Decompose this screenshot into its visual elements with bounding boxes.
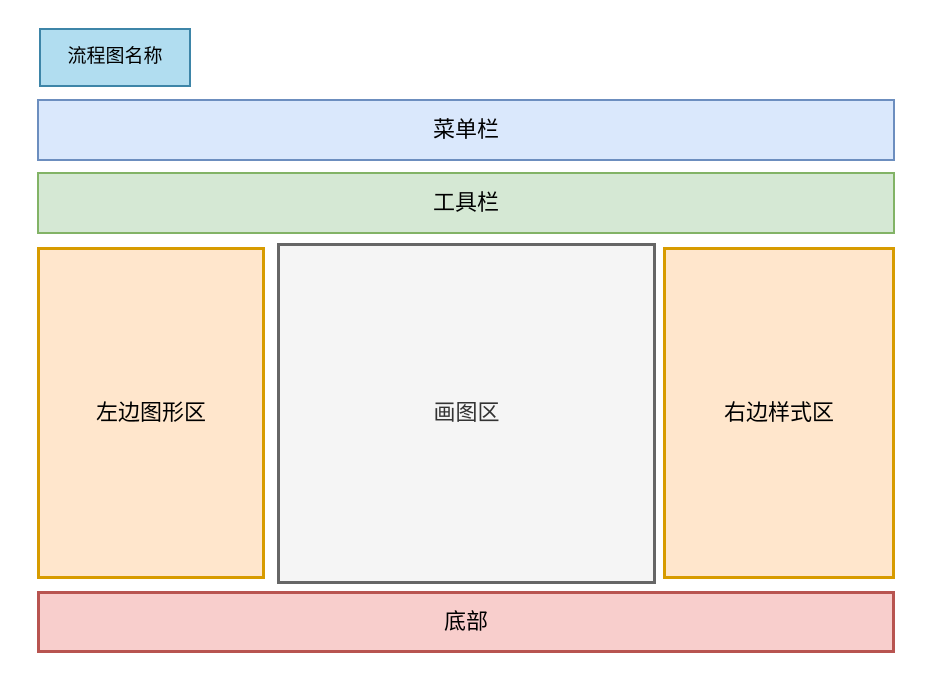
region-tool-bar-label: 工具栏 [432, 189, 499, 215]
region-canvas-panel[interactable]: 画图区 [277, 243, 656, 584]
region-right-style-panel-label: 右边样式区 [723, 399, 834, 425]
region-bottom-bar-label: 底部 [443, 608, 488, 634]
diagram-title-label: 流程图名称 [67, 46, 163, 68]
region-bottom-bar[interactable]: 底部 [37, 591, 895, 653]
region-left-shape-panel-label: 左边图形区 [95, 399, 206, 425]
region-left-shape-panel[interactable]: 左边图形区 [37, 247, 265, 579]
region-tool-bar[interactable]: 工具栏 [37, 172, 895, 234]
region-menu-bar-label: 菜单栏 [432, 116, 499, 142]
diagram-title-chip[interactable]: 流程图名称 [39, 28, 191, 87]
region-menu-bar[interactable]: 菜单栏 [37, 99, 895, 161]
region-canvas-panel-label: 画图区 [433, 400, 500, 426]
region-right-style-panel[interactable]: 右边样式区 [663, 247, 895, 579]
